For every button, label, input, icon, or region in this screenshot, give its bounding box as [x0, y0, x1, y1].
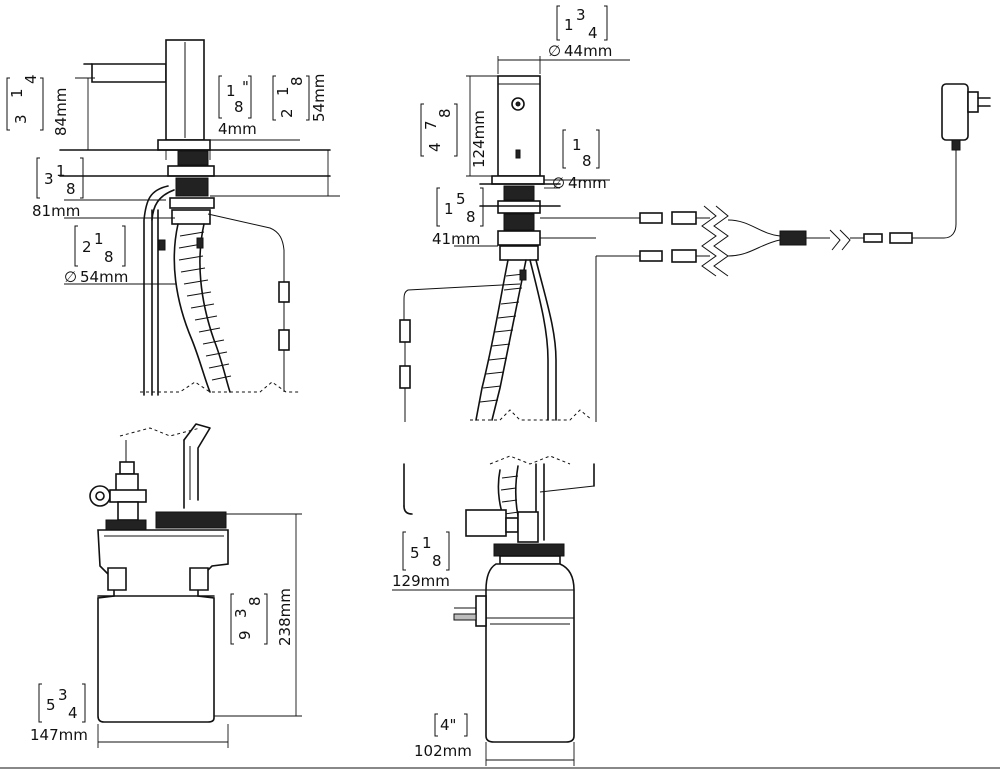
bottle-width-num: 3 [58, 686, 68, 704]
front-body-height-whole: 4 [426, 142, 444, 152]
hole-dia-whole: 2 [82, 238, 92, 256]
shank-whole: 1 [444, 200, 454, 218]
front-body-height-den: 8 [436, 108, 454, 118]
spout-height-mm: 84mm [52, 88, 70, 136]
bottle-height-den: 8 [246, 596, 264, 606]
dim-hole-dia: 2 1 8 ∅ 54mm [64, 225, 128, 286]
bottle-height-mm: 238mm [276, 588, 294, 646]
body-height-mm: 54mm [310, 74, 328, 122]
bottle-front-view [403, 455, 595, 743]
shank-num: 5 [456, 190, 466, 208]
power-adapter-icon [941, 83, 991, 151]
dim-bottle-width: 5 3 4 147mm [30, 683, 88, 744]
hole-dia-mm: 54mm [80, 268, 128, 286]
top-dia-symbol: ∅ [548, 42, 561, 60]
hole-dia-den: 8 [104, 248, 114, 266]
top-dia-mm: 44mm [564, 42, 612, 60]
top-dia-whole: 1 [564, 16, 574, 34]
top-dia-num: 3 [576, 6, 586, 24]
neck-whole: 5 [410, 544, 420, 562]
neck-mm: 129mm [392, 572, 450, 590]
side-view-dimensions [64, 77, 340, 285]
bottle-width-whole: 5 [46, 696, 56, 714]
thickness-den: 8 [234, 98, 244, 116]
thickness-num: 1 [226, 82, 236, 100]
bottle-width-den: 4 [68, 704, 78, 722]
pin-mm: 4mm [568, 174, 607, 192]
dim-spout-height: 3 1 4 84mm [6, 74, 70, 136]
dim-bottle-height: 9 3 8 238mm [230, 588, 294, 646]
bottle-front-dimensions [392, 589, 575, 766]
reach-whole: 3 [44, 170, 54, 188]
dim-body-height-side: 2 1 8 54mm [272, 74, 328, 122]
bottle-front-width-mm: 102mm [414, 742, 472, 760]
bottle-height-num: 3 [232, 608, 250, 618]
dim-pin: 1 8 ∅ 4mm [552, 129, 607, 192]
shank-den: 8 [466, 208, 476, 226]
body-height-whole: 2 [278, 108, 296, 118]
top-dia-den: 4 [588, 24, 598, 42]
neck-den: 8 [432, 552, 442, 570]
thickness-quote: " [242, 78, 249, 96]
spout-height-inch-whole: 3 [12, 114, 30, 124]
neck-num: 1 [422, 534, 432, 552]
pin-symbol: ∅ [552, 174, 565, 192]
reach-mm: 81mm [32, 202, 80, 220]
pin-num: 1 [572, 136, 582, 154]
dim-thickness: 1 8 " 4mm [218, 75, 257, 138]
body-height-num: 1 [274, 86, 292, 96]
dim-shank: 1 5 8 41mm [432, 187, 484, 248]
shank-mm: 41mm [432, 230, 480, 248]
thickness-mm: 4mm [218, 120, 257, 138]
front-body-height-num: 7 [422, 120, 440, 130]
bottle-side-dimensions [97, 513, 302, 748]
hole-dia-num: 1 [94, 230, 104, 248]
bottle-side-view [89, 423, 229, 723]
reach-den: 8 [66, 180, 76, 198]
dim-bottle-front-width: 4" 102mm [414, 713, 472, 760]
side-view-faucet [59, 39, 331, 396]
body-height-den: 8 [288, 76, 306, 86]
bottle-width-mm: 147mm [30, 726, 88, 744]
pin-den: 8 [582, 152, 592, 170]
front-body-height-mm: 124mm [470, 110, 488, 168]
dim-neck: 5 1 8 129mm [392, 531, 450, 590]
spout-height-inch-num: 1 [8, 88, 26, 98]
bottle-height-whole: 9 [236, 630, 254, 640]
dim-top-dia: 1 3 4 ∅ 44mm [548, 5, 612, 60]
reach-num: 1 [56, 162, 66, 180]
front-view-faucet [399, 75, 991, 422]
dim-front-body-height: 4 7 8 124mm [420, 103, 488, 168]
hole-dia-symbol: ∅ [64, 268, 77, 286]
front-view-dimensions [454, 56, 630, 247]
spout-height-inch-den: 4 [22, 74, 40, 84]
bottle-front-width-inch: 4" [440, 716, 456, 734]
dim-reach: 3 1 8 81mm [32, 157, 84, 220]
